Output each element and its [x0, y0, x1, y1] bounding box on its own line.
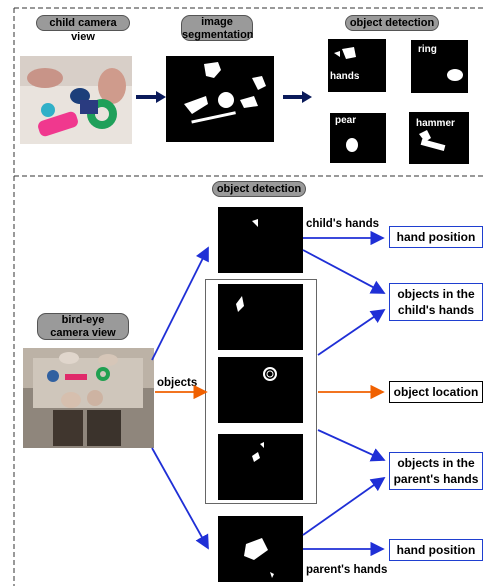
- image-segmentation-label: image segmentation: [181, 15, 254, 41]
- output-hand-position-child: hand position: [389, 226, 483, 248]
- parents-hands-frame: [218, 516, 303, 582]
- plot-label-pear: pear: [335, 115, 357, 126]
- child-camera-photo: [20, 56, 132, 144]
- objects-label: objects: [157, 377, 198, 389]
- plot-ring: [411, 40, 468, 93]
- output-objects-in-parents-hands: objects in the parent's hands: [389, 452, 483, 490]
- bird-eye-camera-label: bird-eye camera view: [37, 313, 129, 340]
- plot-label-hammer: hammer: [416, 118, 455, 129]
- top-arrows: [136, 91, 312, 103]
- plot-label-ring: ring: [418, 44, 437, 55]
- output-objects-in-childs-hands: objects in the child's hands: [389, 283, 483, 321]
- childs-hands-frame: [218, 207, 303, 273]
- segmentation-image: [166, 56, 274, 142]
- object-frame-hammer: [218, 284, 303, 350]
- plot-pear: [330, 113, 386, 163]
- childs-hands-label: child's hands: [306, 218, 380, 230]
- bird-eye-photo: [23, 348, 154, 448]
- parents-hands-label: parent's hands: [306, 564, 388, 576]
- plot-hammer: [409, 112, 469, 164]
- object-frame-pear: [218, 434, 303, 500]
- output-object-location: object location: [389, 381, 483, 403]
- object-detection-label-top: object detection: [345, 15, 439, 31]
- output-hand-position-parent: hand position: [389, 539, 483, 561]
- object-frame-ring: [218, 357, 303, 423]
- object-detection-label-bottom: object detection: [212, 181, 306, 197]
- plot-label-hands: hands: [330, 71, 360, 82]
- child-camera-view-label: child camera view: [36, 15, 130, 43]
- plot-hands: [328, 39, 386, 92]
